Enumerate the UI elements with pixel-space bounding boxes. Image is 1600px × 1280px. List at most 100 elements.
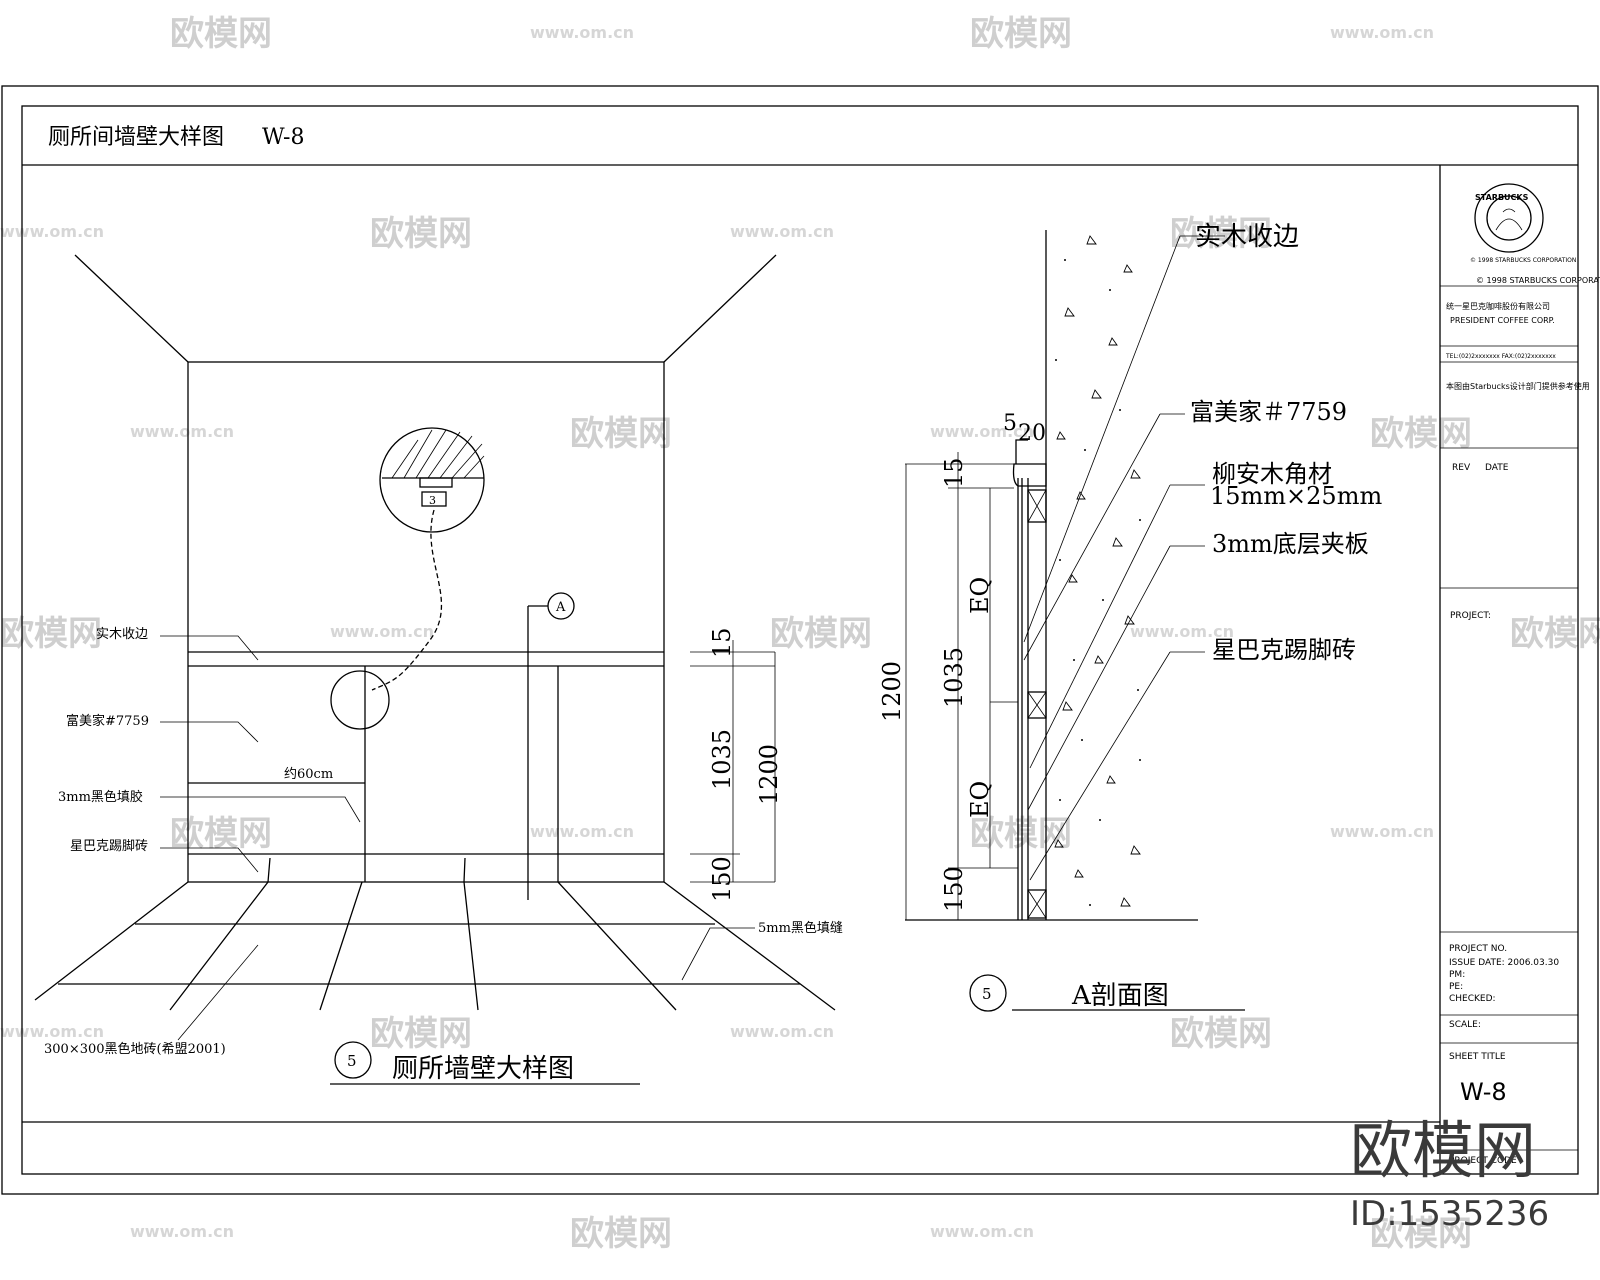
watermark-url: www.om.cn	[530, 822, 634, 841]
watermark-logo: 欧模网	[0, 614, 102, 654]
detail-hatch	[391, 429, 485, 479]
label-tile: 300×300黑色地砖(希盟2001)	[44, 1041, 226, 1057]
detail-strip	[419, 477, 453, 488]
section-dim-5: 5	[1003, 411, 1017, 436]
section-caption: A剖面图	[1071, 981, 1169, 1011]
company-name-en: PRESIDENT COFFEE CORP.	[1450, 316, 1555, 325]
leader-tile	[177, 944, 259, 1041]
company-tel: TEL:(02)2xxxxxxx FAX:(02)2xxxxxxx	[1445, 353, 1556, 360]
leader-section-batten	[1029, 484, 1171, 769]
watermark-url: www.om.cn	[730, 222, 834, 241]
section-dim-eq-1: EQ	[966, 577, 994, 614]
label-spacing: 约60cm	[284, 767, 333, 782]
watermark-logo: 欧模网	[370, 214, 472, 254]
edge-dim-marker	[1015, 439, 1028, 464]
label-edge: 实木收边	[96, 627, 148, 642]
checked-label: CHECKED:	[1449, 994, 1496, 1004]
watermark-url: www.om.cn	[330, 622, 434, 641]
watermark-logo: 欧模网	[970, 814, 1072, 854]
watermark-url: www.om.cn	[730, 1022, 834, 1041]
pm-label: PM:	[1449, 970, 1465, 980]
batten-3	[1027, 889, 1047, 919]
detail-tag-box	[421, 491, 447, 507]
floor-joint-ray	[463, 857, 479, 1011]
ceiling-line-right	[663, 254, 777, 363]
watermark-logo: 欧模网	[1370, 414, 1472, 454]
floor-joint-ray	[169, 857, 271, 1011]
section-label-batten: 柳安木角材	[1212, 460, 1332, 488]
issue-date-label: ISSUE DATE: 2006.03.30	[1449, 958, 1559, 968]
title-block: STARBUCKS © 1998 STARBUCKS CORPORATION ©…	[1439, 165, 1600, 1174]
leader-laminate	[160, 721, 259, 743]
section-tag-a: A	[555, 600, 566, 615]
section-label-edge: 实木收边	[1195, 222, 1299, 252]
section-tag-circle	[547, 592, 575, 620]
watermark-logo: 欧模网	[970, 14, 1072, 54]
watermark-url: www.om.cn	[1130, 622, 1234, 641]
floor-edge-right	[663, 881, 836, 1011]
company-desc: 本图由Starbucks设计部门提供参考使用	[1446, 381, 1590, 391]
sheet-header-code: W-8	[262, 125, 304, 150]
project-code-label: PROJECT CODE	[1449, 1156, 1517, 1166]
watermark-url: www.om.cn	[530, 23, 634, 42]
section-dim-150: 150	[940, 866, 968, 912]
watermark-logo: 欧模网	[570, 1214, 672, 1254]
section-dim-15: 15	[940, 457, 968, 488]
leader-section-edge	[1023, 235, 1181, 643]
watermark-id: ID:1535236	[1350, 1194, 1549, 1234]
watermark-logo: 欧模网	[170, 814, 272, 854]
back-wall	[187, 361, 665, 883]
company-name-cn: 统一星巴克咖啡股份有限公司	[1446, 301, 1550, 311]
solid-wood-edge	[1012, 463, 1047, 487]
dim-1035: 1035	[708, 729, 736, 790]
watermark-logo: 欧模网	[1170, 1014, 1272, 1054]
concrete-dots	[1055, 259, 1141, 906]
section-dim-1035: 1035	[940, 647, 968, 708]
watermark-logo: 欧模网	[1170, 214, 1272, 254]
date-label: DATE	[1485, 463, 1509, 473]
logo-copyright: © 1998 STARBUCKS CORPORATION	[1476, 276, 1600, 285]
detail-tag-number: 3	[429, 494, 436, 507]
batten-2	[1027, 691, 1047, 719]
logo-text: STARBUCKS	[1475, 193, 1529, 202]
watermark-logo: 欧模网	[170, 14, 272, 54]
project-no-label: PROJECT NO.	[1449, 944, 1507, 954]
watermark-brand-large: 欧模网	[1350, 1114, 1536, 1187]
label-grout-3mm: 3mm黑色填胶	[58, 789, 143, 805]
pe-label: PE:	[1449, 982, 1463, 992]
watermark-logo: 欧模网	[770, 614, 872, 654]
caption-circle	[334, 1041, 372, 1079]
scale-label: SCALE:	[1449, 1020, 1481, 1030]
section-label-skirting: 星巴克踢脚砖	[1212, 636, 1356, 664]
elevation-drawing: A 3 实木收边 富美家#7759 3mm黑色填胶	[34, 254, 843, 1085]
section-caption-number: 5	[982, 985, 992, 1003]
leader-edge	[160, 635, 259, 661]
leader-section-laminate	[1023, 413, 1161, 661]
project-label: PROJECT:	[1450, 611, 1491, 621]
label-grout-5mm: 5mm黑色填缝	[758, 920, 843, 936]
watermark-url: www.om.cn	[1330, 822, 1434, 841]
batten-1	[1027, 489, 1047, 523]
leader-section-plywood	[1027, 545, 1171, 811]
section-dim-eq-2: EQ	[966, 781, 994, 818]
rev-label: REV	[1452, 463, 1471, 473]
section-dim-20: 20	[1018, 421, 1046, 446]
watermarks: 欧模网 www.om.cn 欧模网 www.om.cn www.om.cn 欧模…	[0, 14, 1600, 1254]
label-skirting: 星巴克踢脚砖	[70, 838, 148, 854]
inner-frame	[21, 105, 1579, 1175]
section-drawing: 实木收边 富美家＃7759 柳安木角材 15mm×25mm 3mm底层夹板 星巴…	[878, 222, 1382, 1012]
concrete-hatch	[1054, 235, 1141, 907]
section-dim-1200: 1200	[878, 661, 906, 722]
label-laminate: 富美家#7759	[66, 713, 149, 729]
elevation-caption: 厕所墙壁大样图	[392, 1054, 574, 1084]
sheet-header-title: 厕所间墙壁大样图	[48, 125, 224, 150]
watermark-url: www.om.cn	[130, 422, 234, 441]
leader-skirting	[160, 847, 259, 873]
leader-grout-3mm	[160, 796, 361, 823]
dim-150: 150	[708, 856, 736, 902]
watermark-url: www.om.cn	[0, 222, 104, 241]
watermark-url: www.om.cn	[0, 1022, 104, 1041]
watermark-url: www.om.cn	[930, 1222, 1034, 1241]
sheet-title-label: SHEET TITLE	[1449, 1052, 1506, 1062]
